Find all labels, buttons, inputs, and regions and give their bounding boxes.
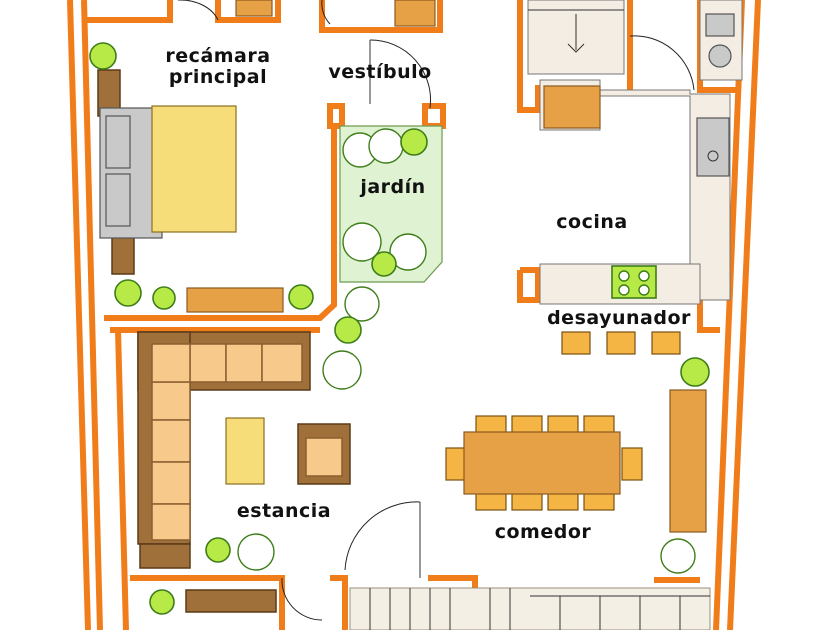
wall-post-2 bbox=[422, 103, 446, 129]
kitchen-fixtures bbox=[539, 79, 731, 355]
vestibule-door bbox=[369, 39, 432, 109]
burner-1 bbox=[618, 270, 630, 282]
plant bbox=[205, 537, 231, 563]
living-furniture bbox=[137, 331, 351, 613]
seat-top-2 bbox=[225, 343, 263, 383]
nook-wall-right bbox=[697, 300, 720, 333]
plant bbox=[371, 251, 397, 277]
seat-left-3 bbox=[151, 461, 191, 505]
dining-chair-r bbox=[621, 447, 643, 481]
plant bbox=[389, 233, 427, 271]
outer-wall-right-inner bbox=[713, 0, 745, 630]
burner-2 bbox=[638, 270, 650, 282]
entrance-door bbox=[344, 501, 421, 571]
nook-wall bbox=[517, 267, 541, 303]
label-dining-room: comedor bbox=[495, 521, 592, 543]
plant bbox=[152, 286, 176, 310]
stair-block bbox=[349, 587, 711, 630]
label-master-bedroom-line1: recámara bbox=[165, 45, 270, 67]
dresser bbox=[186, 287, 284, 313]
dining-chair-l bbox=[445, 447, 467, 481]
burner-4 bbox=[638, 284, 650, 296]
stove-burner bbox=[708, 44, 732, 68]
bottom-door bbox=[281, 577, 323, 621]
seat-top-3 bbox=[261, 343, 303, 383]
nook-stool-2 bbox=[606, 331, 636, 355]
seat-left-4 bbox=[151, 503, 191, 541]
plant bbox=[400, 128, 428, 156]
walls bbox=[67, 0, 761, 630]
plant bbox=[660, 538, 696, 574]
closet-door bbox=[178, 0, 219, 21]
sink-drain bbox=[707, 150, 719, 162]
top-fixtures bbox=[235, 0, 743, 81]
bedroom-bottom-wall bbox=[104, 282, 337, 321]
dining-furniture bbox=[445, 389, 707, 533]
kitchen-cabinet bbox=[543, 85, 601, 129]
outer-wall-left-inner bbox=[67, 0, 91, 630]
bed-cover bbox=[151, 105, 237, 233]
bottom-wall-mid bbox=[330, 575, 348, 630]
nightstand-bottom bbox=[111, 235, 135, 275]
seat-left-2 bbox=[151, 419, 191, 463]
living-left-wall-2 bbox=[115, 329, 129, 630]
bath-door bbox=[321, 0, 331, 25]
seat-left-1 bbox=[151, 381, 191, 421]
plant bbox=[680, 357, 710, 387]
outer-wall-left bbox=[81, 0, 103, 630]
room-labels: recámara principal vestíbulo jardín coci… bbox=[165, 45, 691, 543]
label-vestibule: vestíbulo bbox=[328, 61, 431, 83]
plant bbox=[89, 42, 117, 70]
console-table bbox=[185, 589, 277, 613]
label-garden: jardín bbox=[359, 176, 425, 198]
pillow-bottom bbox=[105, 173, 131, 227]
bath-counter bbox=[394, 0, 436, 27]
plant bbox=[344, 286, 380, 322]
dining-table bbox=[463, 431, 621, 495]
plants bbox=[89, 42, 710, 615]
bedroom-furniture bbox=[97, 69, 284, 313]
label-breakfast-nook: desayunador bbox=[547, 307, 691, 329]
closet-wall bbox=[84, 0, 173, 23]
seat-top-1 bbox=[189, 343, 227, 383]
nook-cooktop bbox=[611, 265, 657, 299]
plant bbox=[288, 284, 314, 310]
sink bbox=[696, 117, 730, 177]
label-kitchen: cocina bbox=[556, 211, 627, 233]
coffee-table bbox=[225, 417, 265, 485]
appliance-box bbox=[705, 13, 735, 37]
plant bbox=[334, 316, 362, 344]
plant bbox=[342, 222, 382, 262]
closet-shelf bbox=[235, 0, 273, 17]
label-living-room: estancia bbox=[237, 500, 331, 522]
armchair-seat bbox=[305, 437, 343, 477]
wall-post-1 bbox=[327, 103, 345, 129]
bath-wall bbox=[319, 0, 443, 33]
laundry-door bbox=[629, 35, 695, 91]
closet-wall-2 bbox=[215, 0, 281, 23]
plant bbox=[322, 350, 362, 390]
outer-wall-right bbox=[727, 0, 761, 630]
nook-stool-1 bbox=[561, 331, 591, 355]
stairs bbox=[349, 587, 711, 630]
plant bbox=[114, 279, 142, 307]
plant bbox=[237, 533, 275, 571]
sideboard bbox=[669, 389, 707, 533]
plant bbox=[368, 128, 404, 164]
doors bbox=[178, 0, 695, 621]
seat-corner bbox=[151, 343, 191, 383]
nook-stool-3 bbox=[651, 331, 681, 355]
pillow-top bbox=[105, 115, 131, 169]
kitchen-appliance-bay bbox=[699, 0, 743, 81]
plant bbox=[149, 589, 175, 615]
laundry-arrowhead bbox=[567, 43, 585, 53]
label-master-bedroom-line2: principal bbox=[169, 66, 267, 88]
burner-3 bbox=[618, 284, 630, 296]
side-table bbox=[139, 543, 191, 569]
